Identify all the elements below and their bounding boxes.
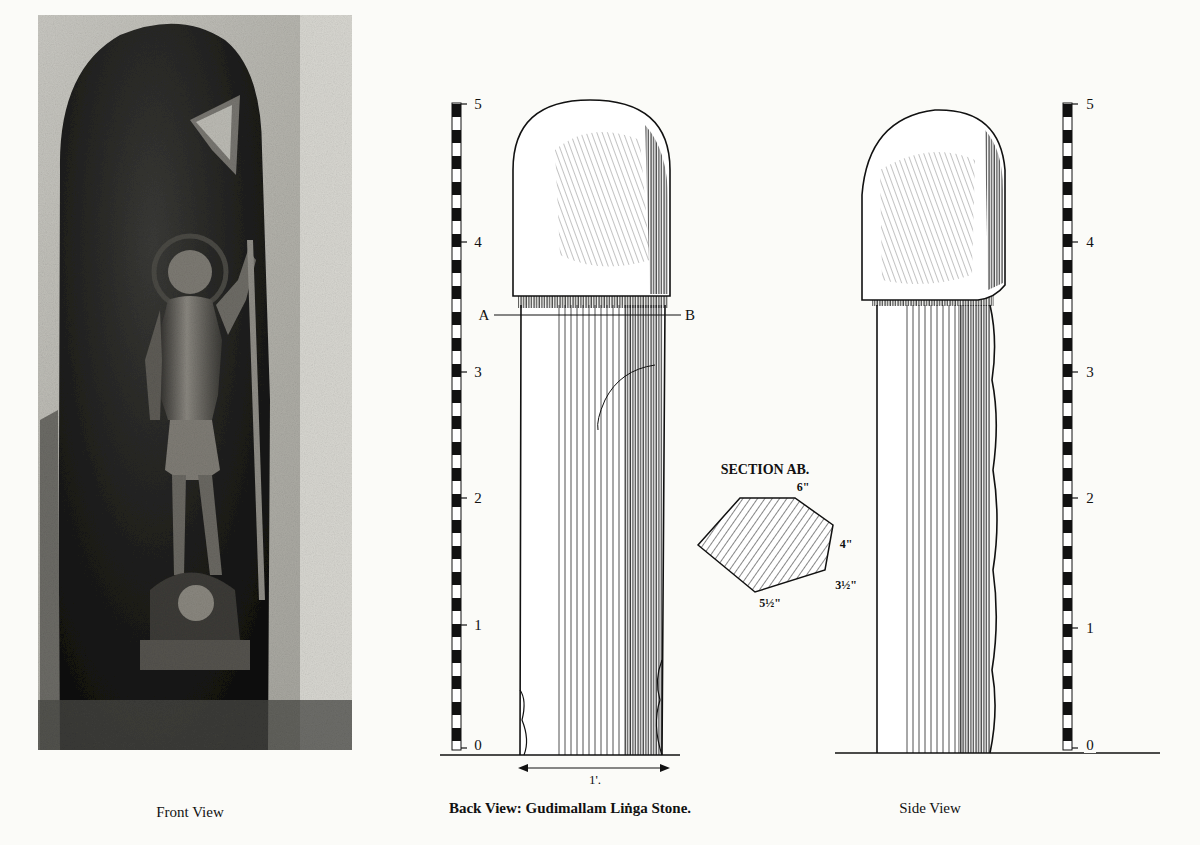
arrow-head bbox=[660, 764, 670, 772]
view-caption: Side View bbox=[897, 800, 963, 817]
shaft-hatch bbox=[958, 305, 990, 753]
pedestal bbox=[140, 640, 250, 670]
ground-line bbox=[835, 752, 1160, 753]
scale-number: 5 bbox=[1084, 96, 1096, 113]
dimension: 4" bbox=[838, 538, 855, 551]
width-arrow bbox=[524, 768, 664, 769]
shaft-ground bbox=[520, 305, 665, 755]
arrow-head bbox=[518, 764, 528, 772]
section-letter: B bbox=[683, 307, 697, 324]
figure-leg bbox=[198, 475, 222, 575]
shaft-outline bbox=[876, 305, 878, 753]
rough-edge bbox=[990, 305, 997, 753]
section-title: SECTION AB. bbox=[719, 462, 812, 477]
back-view-drawing bbox=[440, 100, 681, 772]
photo-shadow bbox=[40, 410, 60, 750]
scale-ticks bbox=[461, 104, 467, 748]
front-photo bbox=[38, 15, 352, 750]
glans-side bbox=[862, 110, 1005, 300]
glans-highlight bbox=[196, 105, 232, 160]
scale-number: 3 bbox=[472, 364, 484, 381]
figure-caption: Back View: Gudimallam Liṅga Stone. bbox=[447, 800, 693, 817]
axe-staff bbox=[250, 240, 262, 600]
dimension: 5½" bbox=[757, 597, 783, 610]
section-ab bbox=[698, 498, 833, 592]
dwarf-body bbox=[150, 573, 240, 641]
scale-bar bbox=[1063, 103, 1072, 750]
section-letter: A bbox=[477, 307, 492, 324]
section-line bbox=[494, 314, 681, 315]
rough-edge bbox=[656, 660, 662, 755]
glans-shade bbox=[985, 130, 1003, 290]
scale-number: 3 bbox=[1084, 364, 1096, 381]
scale-bar bbox=[452, 103, 461, 750]
dwarf-face bbox=[178, 585, 214, 621]
glans-highlight bbox=[190, 95, 240, 175]
shaft-hatch bbox=[905, 305, 965, 753]
crack-line bbox=[598, 365, 655, 430]
scale-number: 5 bbox=[472, 96, 484, 113]
figure-loincloth bbox=[165, 420, 220, 480]
figure-arm bbox=[145, 310, 162, 420]
figure-leg bbox=[172, 475, 186, 575]
width-label: 1'. bbox=[587, 773, 603, 787]
linga-shaft-photo bbox=[58, 24, 270, 750]
scale-number: 1 bbox=[472, 617, 484, 634]
scale-ticks bbox=[1072, 104, 1078, 748]
figure-head bbox=[168, 250, 212, 294]
glans-hatch bbox=[880, 152, 975, 284]
section-outline bbox=[698, 498, 833, 592]
scale-number: 4 bbox=[1084, 234, 1096, 251]
scale-number: 0 bbox=[1084, 737, 1096, 754]
scale-number: 4 bbox=[472, 234, 484, 251]
ground-line bbox=[440, 754, 680, 755]
scale-number: 1 bbox=[1084, 620, 1096, 637]
glans-back bbox=[513, 100, 670, 296]
shaft-ground bbox=[877, 305, 990, 753]
photo-wall bbox=[300, 15, 352, 750]
scale-number: 0 bbox=[472, 737, 484, 754]
dimension: 6" bbox=[795, 481, 812, 494]
view-caption: Front View bbox=[154, 804, 226, 821]
side-view-drawing bbox=[835, 103, 1160, 753]
rim-band bbox=[518, 296, 668, 308]
figure-torso bbox=[158, 296, 222, 420]
rough-edge bbox=[520, 690, 527, 755]
section-ground bbox=[698, 498, 833, 592]
shaft-outline bbox=[520, 305, 665, 755]
shaft-hatch bbox=[556, 305, 631, 755]
glans-hatch bbox=[555, 132, 650, 266]
glans-shade bbox=[645, 125, 668, 294]
dimension: 3½" bbox=[833, 579, 859, 592]
photo-ground bbox=[38, 15, 352, 750]
scale-number: 2 bbox=[472, 490, 484, 507]
photo-floor bbox=[38, 700, 352, 750]
scale-number: 2 bbox=[1084, 490, 1096, 507]
